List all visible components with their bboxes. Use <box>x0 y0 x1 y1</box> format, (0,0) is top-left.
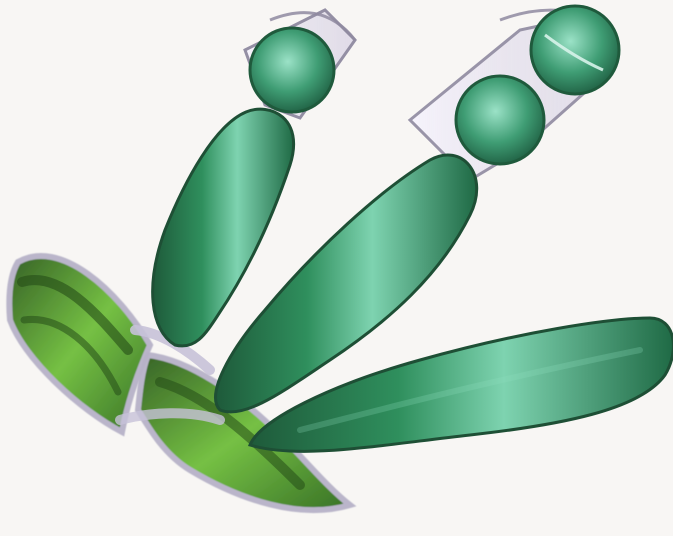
leaf-segment-left <box>9 256 150 432</box>
